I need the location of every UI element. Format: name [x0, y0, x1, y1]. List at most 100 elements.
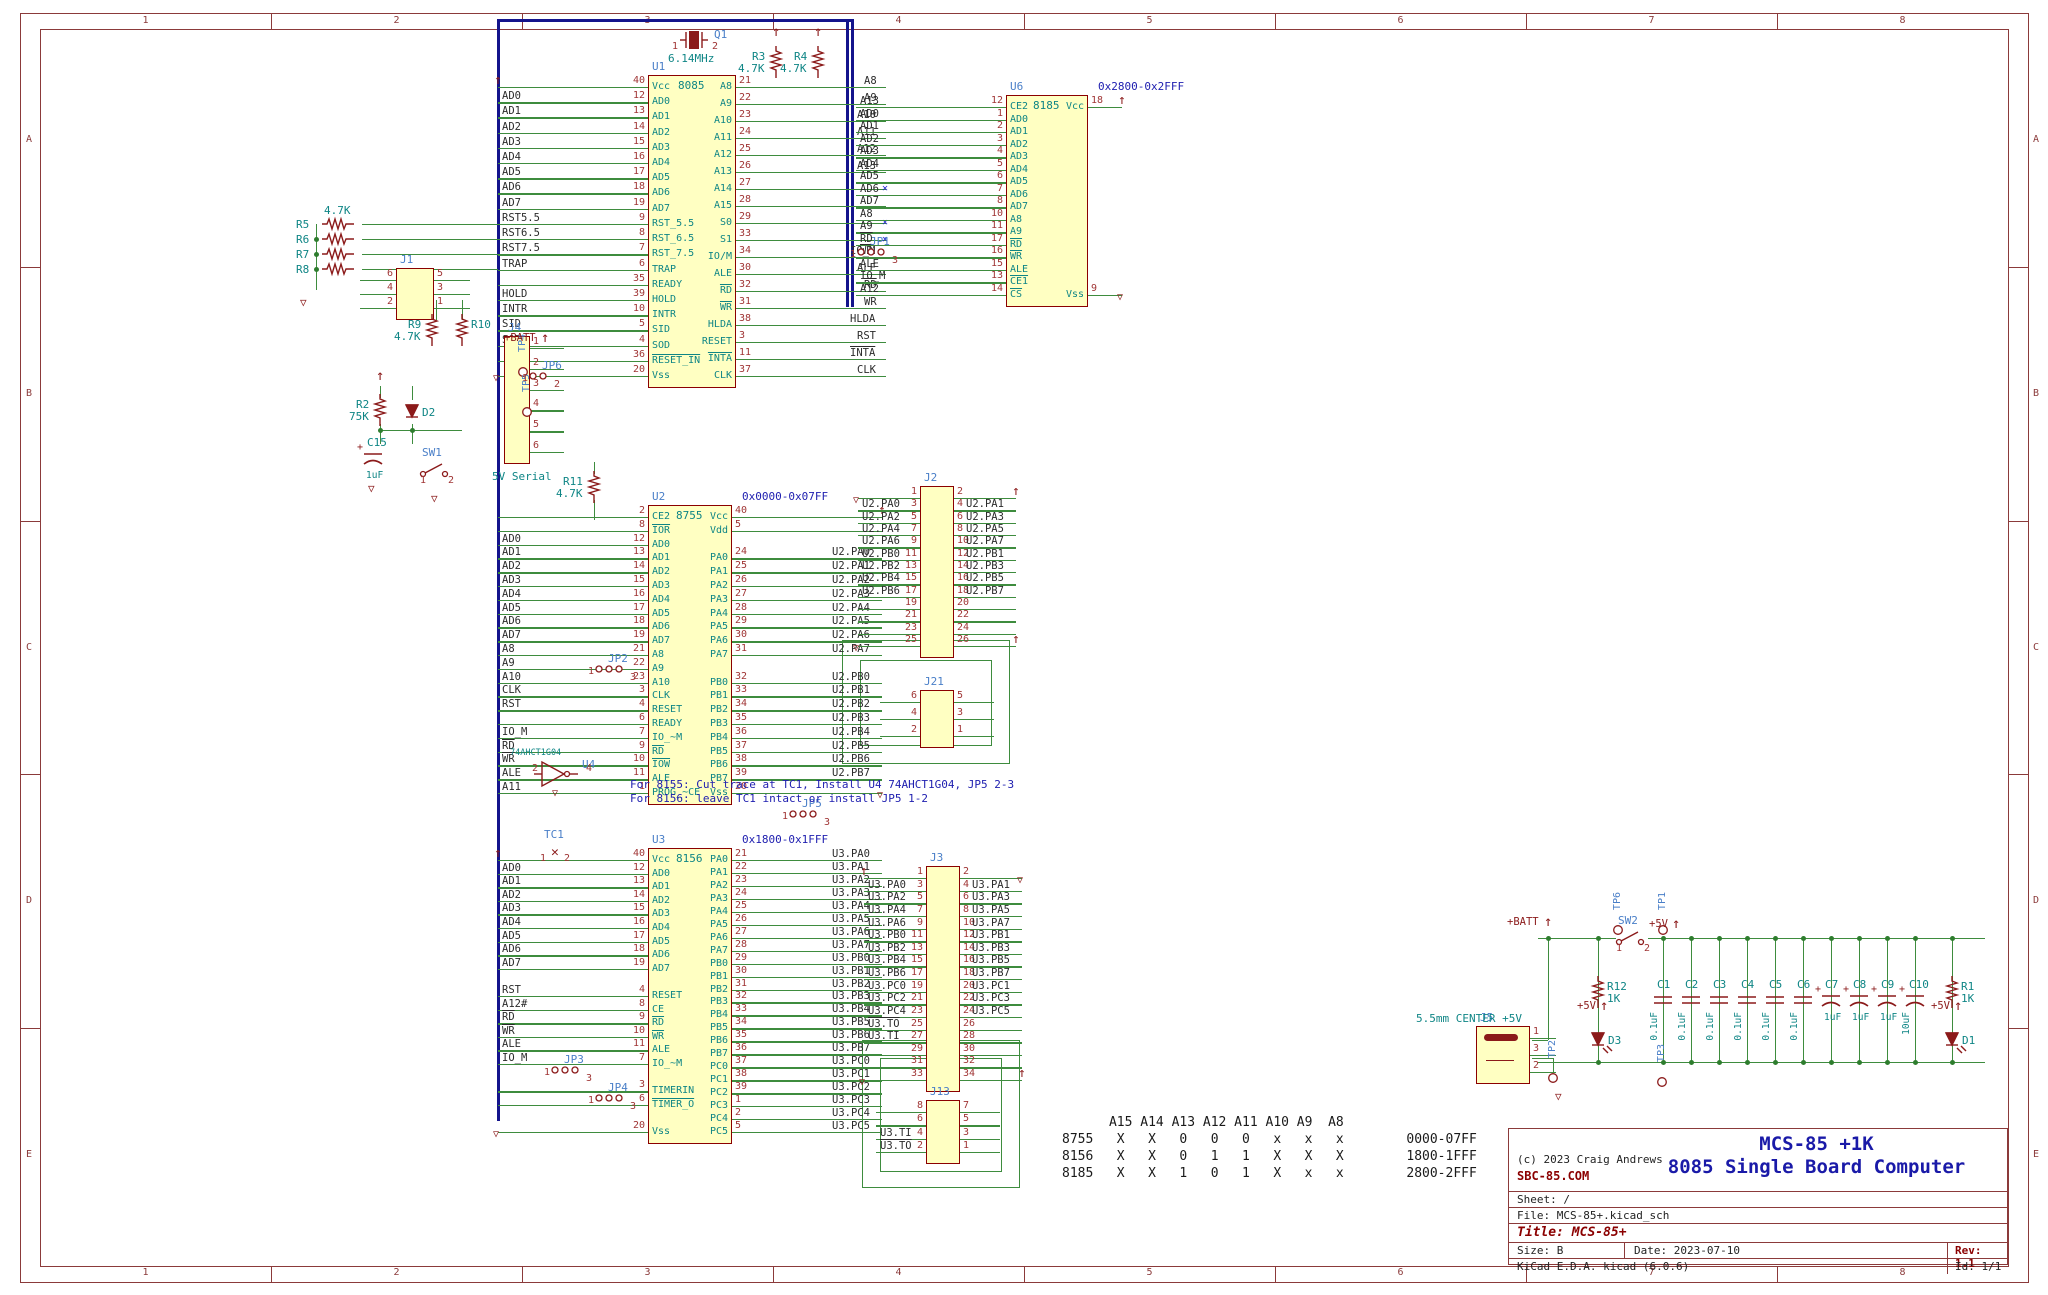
- pin-wire-U2-24[interactable]: [732, 558, 882, 560]
- pin-J3-12[interactable]: 12: [963, 929, 976, 941]
- pin-wire-U1-38[interactable]: [736, 325, 886, 327]
- component-C2[interactable]: [1682, 992, 1700, 1008]
- net-label-U3.PC2[interactable]: U3.PC2: [832, 1081, 870, 1094]
- pin-wire-U2-15[interactable]: [498, 586, 648, 588]
- net-label-U3.PB3[interactable]: U3.PB3: [832, 990, 870, 1003]
- net-label-U3.PC4[interactable]: U3.PC4: [832, 1107, 870, 1120]
- pin-U3-23[interactable]: 23: [735, 873, 748, 885]
- wire[interactable]: [316, 224, 318, 290]
- pin-wire-U1-27[interactable]: [736, 189, 886, 191]
- pin-J2-6[interactable]: 6: [957, 510, 964, 522]
- pin-wire-J2-17[interactable]: [858, 596, 920, 599]
- component-C10-value[interactable]: 10uF: [1901, 1012, 1912, 1035]
- net-label-WR[interactable]: WR: [502, 1024, 515, 1037]
- component-R10[interactable]: [454, 314, 470, 346]
- pin-wire-U1-28[interactable]: [736, 206, 886, 208]
- wire[interactable]: [594, 500, 596, 520]
- component-D3[interactable]: [1590, 1032, 1613, 1054]
- pin-U3-11[interactable]: 11: [632, 1038, 645, 1050]
- pin-U2-9[interactable]: 9: [638, 739, 645, 751]
- pin-J3-1[interactable]: 1: [916, 866, 923, 877]
- pin-U1-38[interactable]: 38: [739, 313, 752, 324]
- pin-wire-U1-34[interactable]: [736, 257, 886, 259]
- pin-wire-J3-5[interactable]: [864, 903, 926, 905]
- component-Q1-value[interactable]: 6.14MHz: [668, 52, 715, 65]
- pin-U6-12[interactable]: 12: [990, 95, 1003, 106]
- pin-U2-17[interactable]: 17: [632, 601, 645, 613]
- pin-U3-39[interactable]: 39: [735, 1081, 748, 1093]
- pin-U2-34[interactable]: 34: [735, 698, 748, 710]
- net-label-U3.PC4[interactable]: U3.PC4: [868, 1004, 906, 1017]
- net-label-AD7[interactable]: AD7: [502, 196, 521, 209]
- pin-wire-J4-4[interactable]: [530, 410, 564, 412]
- pin-J4-2[interactable]: 2: [533, 356, 540, 368]
- net-label-AD7[interactable]: AD7: [502, 956, 521, 969]
- pin-wire-J3-6[interactable]: [960, 903, 1022, 905]
- component-C3-value[interactable]: 0.1uF: [1705, 1012, 1716, 1041]
- wire[interactable]: [362, 254, 498, 256]
- net-label-AD6[interactable]: AD6: [502, 943, 521, 956]
- component-R10-ref[interactable]: R10: [471, 318, 491, 331]
- net-label-ALE[interactable]: ALE: [502, 767, 521, 780]
- component-TP2-label[interactable]: TP2: [1547, 1040, 1558, 1059]
- net-label-U3.PA3[interactable]: U3.PA3: [972, 891, 1010, 904]
- pin-wire-U1-7[interactable]: [498, 254, 648, 256]
- net-label-A9[interactable]: A9: [860, 220, 873, 233]
- component-SW1[interactable]: [419, 460, 452, 480]
- component-TP4[interactable]: [518, 367, 528, 377]
- net-label-A9[interactable]: A9: [864, 92, 877, 104]
- component-R1-ref[interactable]: R1: [1961, 980, 1975, 993]
- net-label-AD3[interactable]: AD3: [860, 145, 879, 158]
- net-label-RST6.5[interactable]: RST6.5: [502, 227, 540, 240]
- pin-J3-6[interactable]: 6: [963, 891, 970, 903]
- pin-wire-J5-2[interactable]: [1530, 1072, 1556, 1074]
- pin-J4-3[interactable]: 3: [533, 377, 540, 389]
- pin-U3-34[interactable]: 34: [735, 1016, 748, 1028]
- component-R6[interactable]: [322, 231, 354, 247]
- pin-wire-U3-29[interactable]: [732, 963, 882, 965]
- pin-J13-6[interactable]: 6: [916, 1113, 923, 1125]
- pin-U2-26[interactable]: 26: [735, 574, 748, 585]
- pin-wire-J4-3[interactable]: [530, 389, 564, 391]
- component-D1[interactable]: [1944, 1032, 1967, 1054]
- net-label-U2.PB0[interactable]: U2.PB0: [832, 670, 870, 683]
- net-label-A12#[interactable]: A12#: [502, 997, 528, 1010]
- pin-J4-5[interactable]: 5: [533, 419, 540, 431]
- net-label-CLK[interactable]: CLK: [857, 364, 876, 376]
- pin-U2-10[interactable]: 10: [632, 753, 645, 765]
- pin-wire-U3-38[interactable]: [732, 1080, 882, 1082]
- pin-U2-15[interactable]: 15: [632, 574, 645, 585]
- J21-ref[interactable]: J21: [924, 675, 944, 688]
- pin-wire-U1-4[interactable]: [498, 345, 648, 347]
- component-C8-ref[interactable]: C8: [1853, 978, 1867, 991]
- component-C9-value[interactable]: 1uF: [1880, 1012, 1898, 1023]
- pin-wire-U3-24[interactable]: [732, 898, 882, 901]
- net-label-HLDA[interactable]: HLDA: [850, 313, 876, 325]
- net-label-U3.PB4[interactable]: U3.PB4: [832, 1003, 870, 1016]
- component-R5-ref[interactable]: R5: [296, 218, 310, 231]
- pin-wire-U3-33[interactable]: [732, 1015, 882, 1017]
- component-TP3[interactable]: [1657, 1077, 1667, 1087]
- pin-U3-22[interactable]: 22: [735, 860, 748, 872]
- pin-J13-8[interactable]: 8: [916, 1100, 923, 1111]
- net-label-U2.PA3[interactable]: U2.PA3: [966, 510, 1004, 523]
- bus-line[interactable]: [851, 19, 854, 307]
- pin-J3-23[interactable]: 23: [910, 1004, 923, 1016]
- wire[interactable]: [1663, 938, 1665, 1062]
- net-label-AD2[interactable]: AD2: [502, 888, 521, 901]
- pin-wire-U6-4[interactable]: [856, 157, 1006, 159]
- component-C15[interactable]: [363, 450, 383, 466]
- pin-U1-6[interactable]: 6: [638, 257, 645, 269]
- pin-wire-U6-7[interactable]: [856, 194, 1006, 197]
- pin-wire-J3-25[interactable]: [864, 1029, 926, 1031]
- pin-U3-15[interactable]: 15: [632, 902, 645, 914]
- net-label-RST[interactable]: RST: [857, 330, 876, 342]
- component-C5-ref[interactable]: C5: [1769, 978, 1783, 991]
- pin-wire-U2-40[interactable]: [732, 517, 882, 519]
- net-label-WR[interactable]: WR: [860, 245, 873, 258]
- component-R4-value[interactable]: 4.7K: [780, 62, 807, 75]
- pin-J3-20[interactable]: 20: [963, 979, 976, 991]
- pin-wire-J2-1[interactable]: [858, 498, 920, 500]
- component-U6[interactable]: [1006, 95, 1088, 307]
- pin-U1-13[interactable]: 13: [632, 105, 645, 117]
